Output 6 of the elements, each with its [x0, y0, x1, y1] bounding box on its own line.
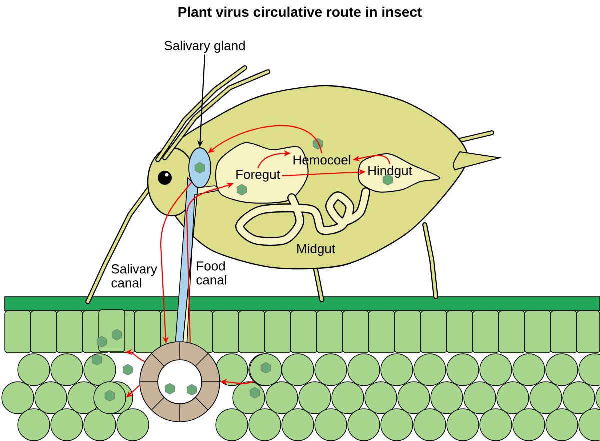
hindgut: Hindgut — [358, 154, 440, 193]
part-label: Salivary canal — [112, 264, 158, 288]
part-label: Food canal — [196, 261, 226, 285]
part-label: Salivary gland — [164, 40, 245, 54]
phloem-vessel — [140, 342, 220, 422]
title: Plant virus circulative route in insect — [178, 6, 422, 18]
